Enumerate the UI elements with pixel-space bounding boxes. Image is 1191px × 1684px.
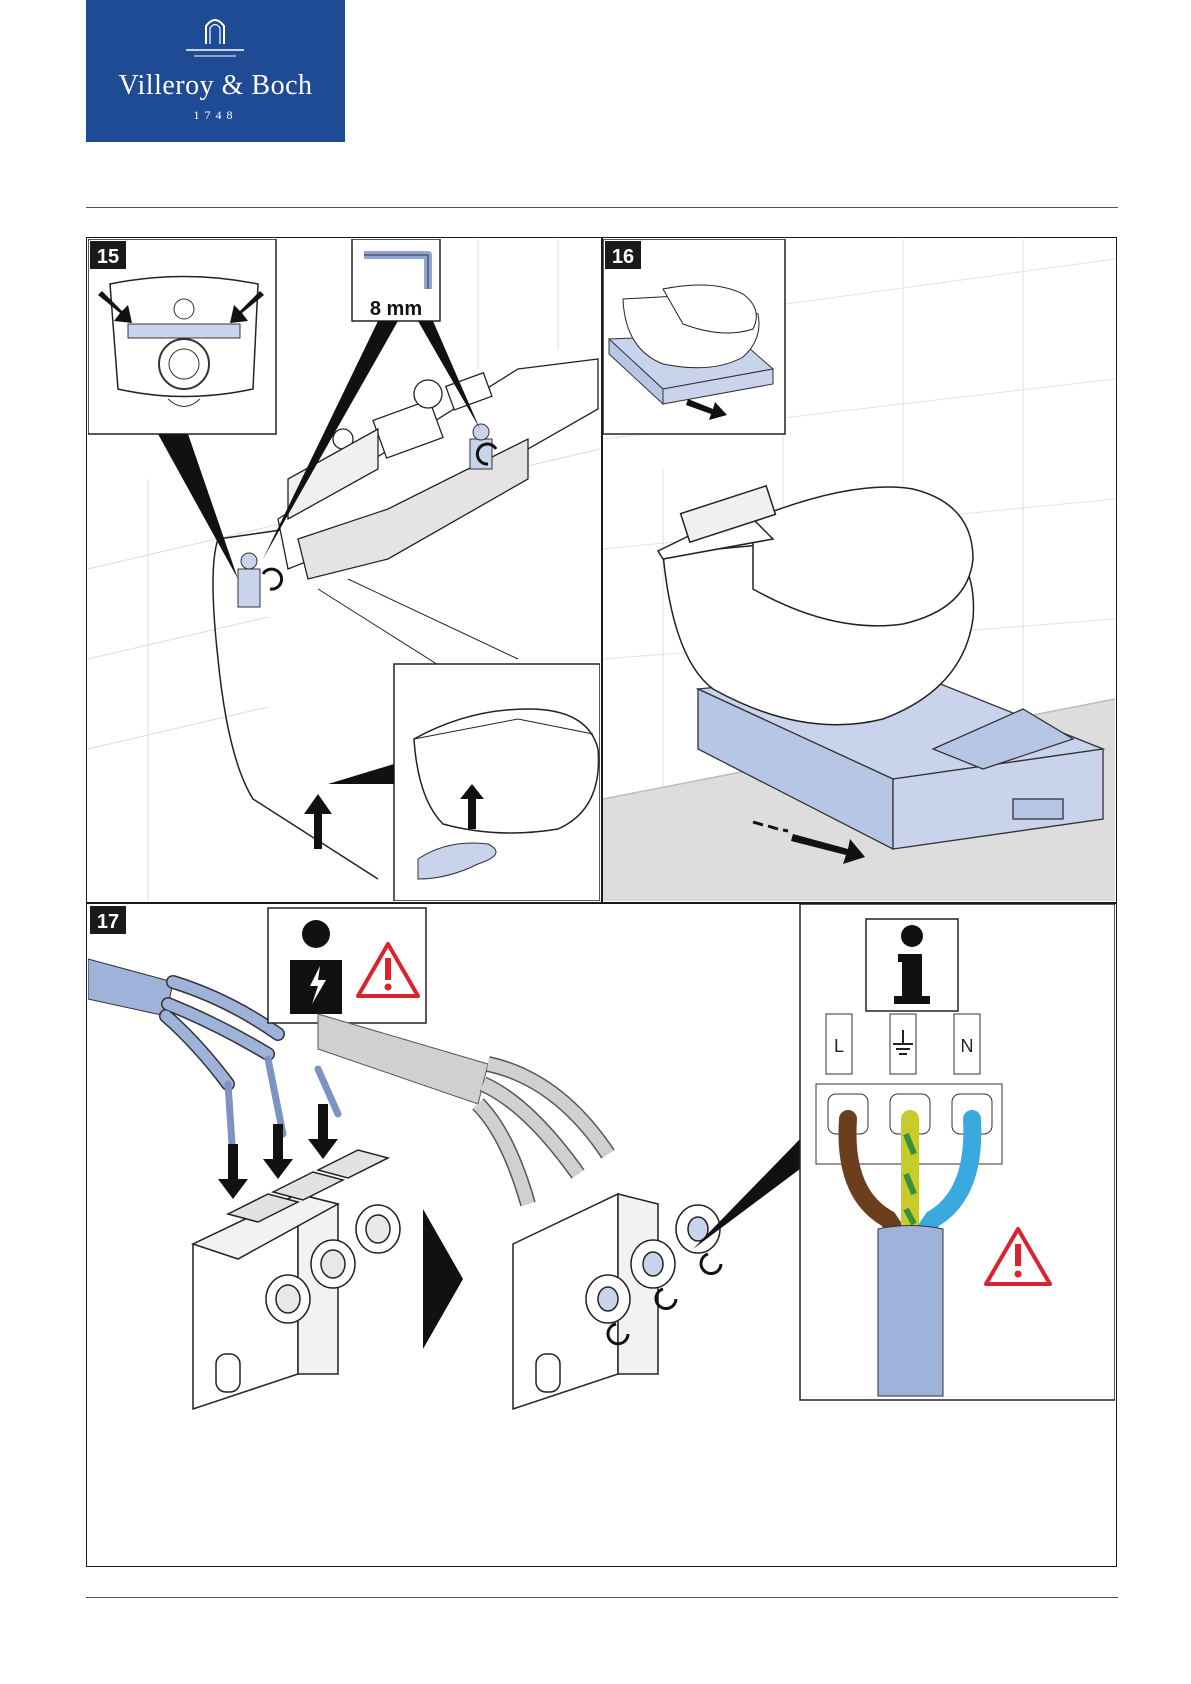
- terminal-label-live: L: [834, 1036, 844, 1056]
- step-15-illustration: 8 mm 15: [88, 239, 600, 901]
- step-number-16: 16: [612, 246, 634, 268]
- brand-year: 1748: [86, 108, 345, 123]
- terminal-label-neutral: N: [961, 1036, 974, 1056]
- terminal-block-open: [193, 1150, 400, 1409]
- bottom-rule: [86, 1597, 1118, 1598]
- faucet-icon: [86, 0, 345, 70]
- electrician-only-warning: [268, 908, 426, 1023]
- step-17-illustration: L N 17: [88, 904, 1115, 1565]
- step-number-17: 17: [97, 911, 119, 933]
- next-step-arrow: [423, 1209, 463, 1349]
- brand-logo: Villeroy & Boch 1748: [86, 0, 345, 142]
- brand-name: Villeroy & Boch: [86, 70, 345, 102]
- inset-lift-pan: [394, 664, 600, 901]
- step-16-illustration: 16: [603, 239, 1115, 901]
- step-number-15: 15: [97, 246, 119, 268]
- top-rule: [86, 207, 1118, 208]
- wiring-info-inset: L N: [800, 904, 1115, 1400]
- hex-key-icon: 8 mm: [352, 239, 440, 321]
- tool-size-label: 8 mm: [370, 298, 422, 320]
- terminal-block-wired: [513, 1194, 720, 1409]
- mounting-bolt-left: [238, 553, 282, 607]
- power-cable-wired: [318, 1014, 608, 1204]
